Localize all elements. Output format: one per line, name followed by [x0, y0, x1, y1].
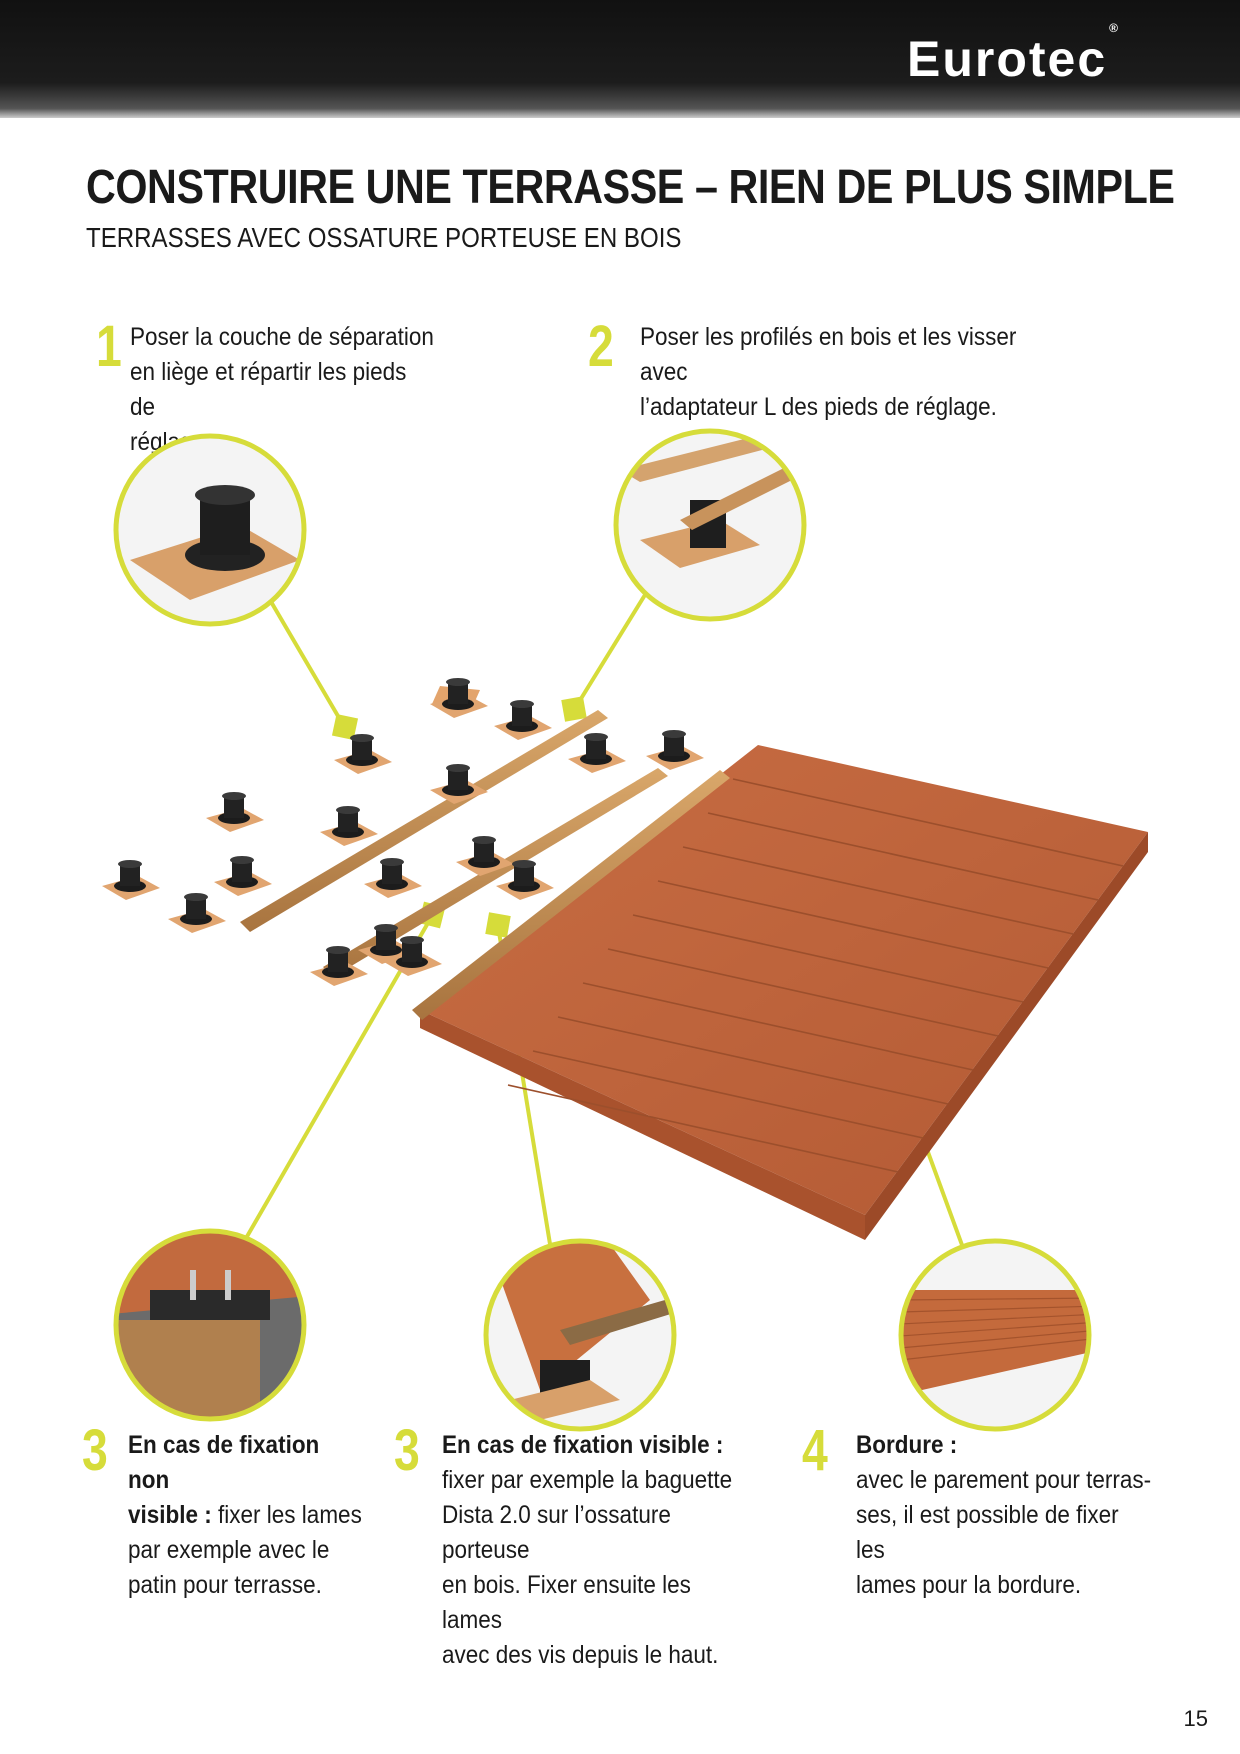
pedestal-icon	[496, 860, 554, 900]
pedestal-icon	[334, 734, 392, 774]
detail-circle-2	[613, 428, 807, 622]
pedestal-icon	[456, 836, 514, 876]
pedestal-icon	[430, 678, 488, 718]
deck-boards	[420, 745, 1148, 1240]
pedestal-icon	[214, 856, 272, 896]
pedestal-icon	[168, 893, 226, 933]
step-text: En cas de fixation non visible : fixer l…	[128, 1431, 362, 1599]
pedestal-icon	[206, 792, 264, 832]
step-number: 3	[82, 1418, 108, 1483]
header-bar: Eurotec®	[0, 0, 1240, 118]
step-text: En cas de fixation visible : fixer par e…	[442, 1431, 733, 1669]
pedestal-icon	[320, 806, 378, 846]
page-number: 15	[1183, 1706, 1208, 1731]
detail-circle-4	[483, 1238, 677, 1432]
wood-joists	[240, 710, 730, 1020]
detail-circle-1	[113, 433, 307, 627]
step-number: 4	[802, 1418, 828, 1483]
step-number: 1	[96, 314, 122, 379]
edge-fascia-detail-icon	[901, 1290, 1089, 1395]
pedestal-icon	[384, 936, 442, 976]
detail-circle-3	[113, 1228, 307, 1422]
pedestal-icon	[102, 860, 160, 900]
step-number: 3	[394, 1418, 420, 1483]
pedestal-icon	[430, 764, 488, 804]
step-number: 2	[588, 314, 614, 379]
step-text: Bordure : avec le parement pour terras- …	[856, 1431, 1152, 1599]
pedestal-icon	[494, 700, 552, 740]
pedestal-icon	[310, 946, 368, 986]
pedestal-on-cork-icon	[130, 485, 300, 600]
step-text: Poser les profilés en bois et les visser…	[640, 323, 1017, 421]
pedestal-icon	[358, 924, 416, 964]
detail-circle-5	[898, 1238, 1092, 1432]
pedestal-grid	[102, 678, 704, 986]
page-title: CONSTRUIRE UNE TERRASSE – RIEN DE PLUS S…	[86, 161, 1175, 214]
page-subtitle: TERRASSES AVEC OSSATURE PORTEUSE EN BOIS	[86, 222, 682, 253]
pedestal-icon	[364, 858, 422, 898]
eurotec-logo: Eurotec®	[906, 21, 1120, 87]
pedestal-icon	[568, 733, 626, 773]
visible-fixing-detail-icon	[490, 1241, 674, 1420]
pedestal-icon	[646, 730, 704, 770]
